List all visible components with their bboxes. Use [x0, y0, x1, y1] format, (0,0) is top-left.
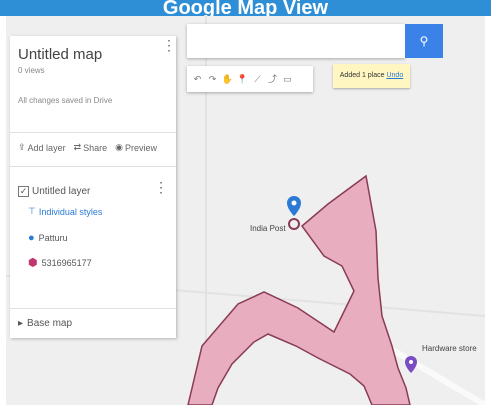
tooltip-text: Added 1 place: [339, 72, 385, 79]
location-pin-icon[interactable]: [287, 196, 301, 230]
share-icon: ⇄: [73, 142, 82, 152]
map-views: 0 views: [18, 66, 45, 75]
checkbox-icon[interactable]: ✓: [18, 186, 29, 197]
layer-checkbox-row[interactable]: ✓ Untitled layer: [18, 186, 90, 197]
more-options-icon[interactable]: ⋮: [162, 37, 176, 53]
road-line: [384, 343, 485, 405]
search-icon: ⚲: [419, 34, 429, 48]
search-input[interactable]: [187, 24, 405, 58]
location-pin-icon: ●: [28, 232, 35, 244]
store-marker-icon[interactable]: [405, 356, 417, 373]
panel-actions: ⇪Add layer ⇄Share ◉Preview: [18, 142, 157, 153]
undo-link[interactable]: Undo: [386, 72, 404, 79]
hand-icon[interactable]: ✋: [221, 74, 234, 84]
preview-icon: ◉: [115, 142, 124, 152]
map-label-hardware-store: Hardware store: [422, 344, 477, 353]
add-layer-button[interactable]: ⇪Add layer: [18, 142, 66, 153]
add-layer-icon: ⇪: [18, 142, 26, 152]
divider: [10, 308, 176, 309]
layer-section: ✓ Untitled layer ⋮ ⊤ Individual styles ●…: [10, 176, 176, 304]
header-title: Google Map View: [0, 0, 491, 16]
saved-status: All changes saved in Drive: [18, 96, 113, 105]
drawn-polygon[interactable]: [187, 174, 411, 405]
directions-icon[interactable]: ⤴: [267, 74, 277, 84]
search-button[interactable]: ⚲: [405, 24, 443, 58]
base-map-label: Base map: [27, 318, 73, 329]
map-label-india-post: India Post: [250, 224, 286, 233]
polygon-icon: ⬢: [28, 257, 38, 269]
share-label: Share: [83, 142, 108, 153]
feature-item-patturu[interactable]: ● Patturu: [28, 232, 68, 244]
feature-item-polygon[interactable]: ⬢ 5316965177: [28, 256, 92, 269]
feature-label: 5316965177: [41, 257, 92, 268]
map-toolbar: ↶ ↷ ✋ 📍 ⟋ ⤴ ▭: [187, 66, 313, 92]
preview-label: Preview: [125, 142, 158, 153]
feature-label: Patturu: [38, 233, 68, 243]
styles-link-label: Individual styles: [38, 206, 103, 217]
divider: [10, 166, 176, 167]
layer-name[interactable]: Untitled layer: [32, 186, 91, 197]
undo-tooltip: Added 1 place Undo: [333, 64, 410, 88]
share-button[interactable]: ⇄Share: [74, 142, 108, 153]
marker-icon[interactable]: 📍: [236, 74, 249, 84]
ruler-icon[interactable]: ▭: [283, 74, 292, 84]
undo-icon[interactable]: ↶: [193, 74, 202, 84]
add-layer-label: Add layer: [27, 142, 66, 153]
map-svg: [6, 16, 485, 405]
redo-icon[interactable]: ↷: [208, 74, 217, 84]
chevron-right-icon: ▸: [18, 318, 24, 329]
base-map-toggle[interactable]: ▸ Base map: [18, 318, 72, 329]
individual-styles-link[interactable]: ⊤ Individual styles: [28, 206, 102, 217]
draw-line-icon[interactable]: ⟋: [254, 74, 261, 84]
map-title[interactable]: Untitled map: [18, 46, 103, 63]
paint-roller-icon: ⊤: [28, 206, 36, 216]
layer-options-icon[interactable]: ⋮: [154, 179, 168, 195]
map-panel: Untitled map 0 views ⋮ All changes saved…: [10, 36, 176, 338]
divider: [10, 132, 176, 133]
preview-button[interactable]: ◉Preview: [115, 142, 157, 153]
